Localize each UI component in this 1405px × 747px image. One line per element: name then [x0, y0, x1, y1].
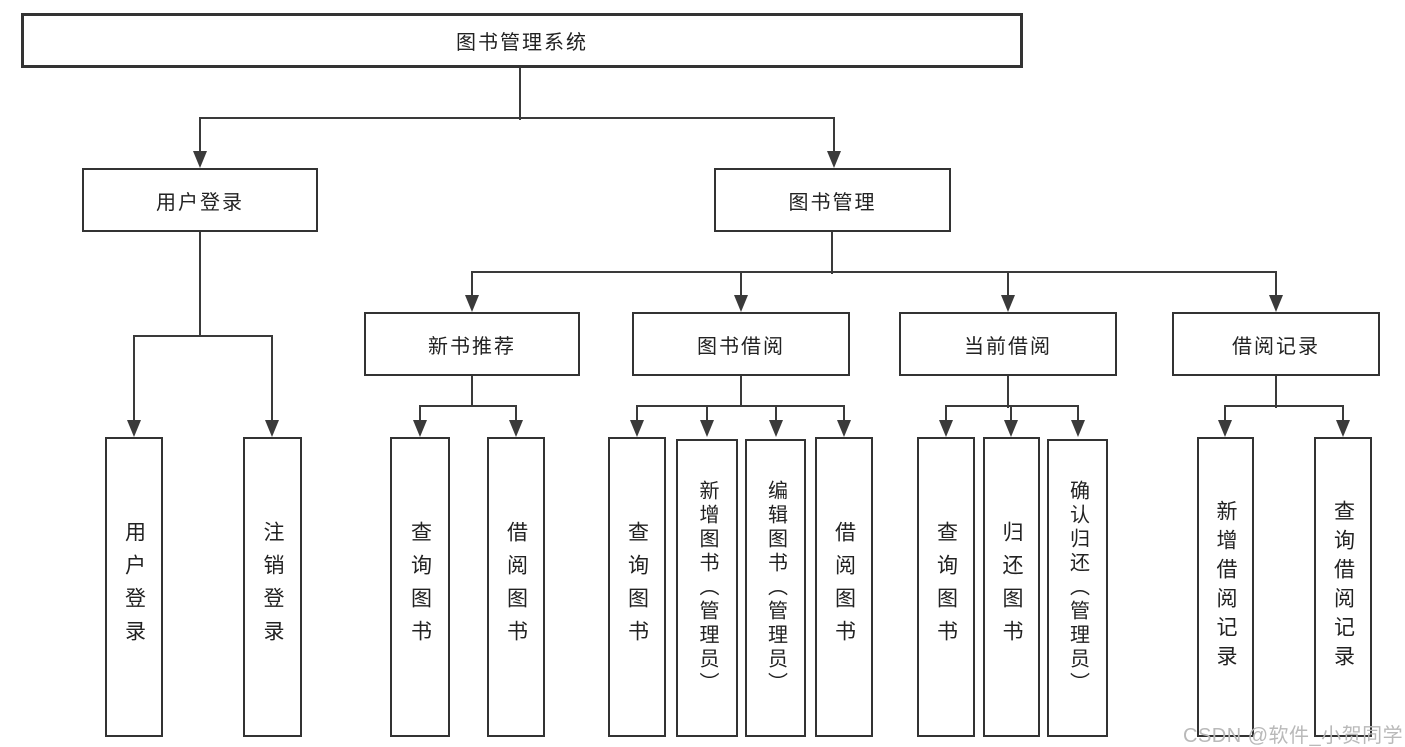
arrowhead-down-icon — [1004, 420, 1018, 437]
connector-arrow-stem — [832, 118, 836, 155]
node-book-borrow: 图书借阅 — [632, 312, 850, 376]
leaf-label: 确认归还（管理员） — [1066, 480, 1089, 696]
leaf-query-books-current: 查询图书 — [917, 437, 975, 737]
node-borrow-records: 借阅记录 — [1172, 312, 1380, 376]
connector-arrow-stem — [270, 336, 274, 424]
leaf-add-book-admin: 新增图书（管理员） — [676, 439, 738, 737]
connector-arrow-stem — [705, 406, 709, 424]
connector-arrow-stem — [842, 406, 846, 424]
arrowhead-down-icon — [127, 420, 141, 437]
arrowhead-down-icon — [630, 420, 644, 437]
connector-arrow-stem — [514, 406, 518, 424]
leaf-label: 查询借阅记录 — [1331, 500, 1355, 674]
connector-arrow-stem — [635, 406, 639, 424]
leaf-label: 归还图书 — [1000, 521, 1023, 653]
node-root: 图书管理系统 — [21, 13, 1023, 68]
node-new-book-recommend: 新书推荐 — [364, 312, 580, 376]
leaf-edit-book-admin: 编辑图书（管理员） — [745, 439, 806, 737]
connector-trunk-line — [198, 230, 202, 337]
node-current-borrow: 当前借阅 — [899, 312, 1117, 376]
leaf-return-book: 归还图书 — [983, 437, 1040, 737]
arrowhead-down-icon — [413, 420, 427, 437]
arrowhead-down-icon — [1269, 295, 1283, 312]
connector-arrow-stem — [1274, 272, 1278, 299]
arrowhead-down-icon — [700, 420, 714, 437]
node-label: 新书推荐 — [428, 335, 516, 358]
node-label: 图书管理 — [788, 191, 877, 214]
connector-trunk-line — [1006, 374, 1010, 408]
node-label: 图书借阅 — [697, 335, 785, 358]
leaf-label: 新增图书（管理员） — [696, 480, 718, 696]
leaf-query-books-borrow: 查询图书 — [608, 437, 666, 737]
leaf-confirm-return-admin: 确认归还（管理员） — [1047, 439, 1108, 737]
leaf-label: 借阅图书 — [504, 521, 528, 653]
arrowhead-down-icon — [465, 295, 479, 312]
connector-arrow-stem — [418, 406, 422, 424]
connector-branch-line — [636, 404, 845, 408]
leaf-label: 新增借阅记录 — [1214, 500, 1237, 674]
connector-branch-line — [419, 404, 517, 408]
node-label: 当前借阅 — [964, 335, 1052, 358]
csdn-watermark: CSDN @软件_小贺同学 — [1183, 725, 1404, 747]
connector-arrow-stem — [1009, 406, 1013, 424]
leaf-label: 注销登录 — [261, 521, 284, 653]
connector-arrow-stem — [1341, 406, 1345, 424]
arrowhead-down-icon — [734, 295, 748, 312]
connector-branch-line — [133, 334, 273, 338]
connector-branch-line — [199, 116, 835, 120]
node-user-login: 用户登录 — [82, 168, 318, 232]
node-label: 图书管理系统 — [456, 32, 588, 54]
connector-trunk-line — [739, 374, 743, 407]
arrowhead-down-icon — [939, 420, 953, 437]
leaf-label: 查询图书 — [408, 521, 432, 653]
connector-trunk-line — [518, 68, 522, 120]
leaf-borrow-books-recommend: 借阅图书 — [487, 437, 545, 737]
node-label: 用户登录 — [156, 191, 244, 214]
arrowhead-down-icon — [193, 151, 207, 168]
connector-arrow-stem — [198, 118, 202, 155]
connector-arrow-stem — [739, 272, 743, 299]
arrowhead-down-icon — [769, 420, 783, 437]
connector-arrow-stem — [944, 406, 948, 424]
arrowhead-down-icon — [1071, 420, 1085, 437]
connector-branch-line — [1224, 404, 1344, 408]
leaf-borrow-books-borrow: 借阅图书 — [815, 437, 873, 737]
arrowhead-down-icon — [837, 420, 851, 437]
connector-arrow-stem — [1223, 406, 1227, 424]
node-book-management: 图书管理 — [714, 168, 951, 232]
leaf-label: 借阅图书 — [832, 521, 856, 653]
leaf-query-books-recommend: 查询图书 — [390, 437, 450, 737]
leaf-label: 查询图书 — [625, 521, 649, 653]
connector-arrow-stem — [470, 272, 474, 299]
connector-arrow-stem — [1076, 406, 1080, 424]
leaf-label: 编辑图书（管理员） — [764, 480, 787, 696]
arrowhead-down-icon — [1001, 295, 1015, 312]
leaf-label: 查询图书 — [934, 521, 958, 653]
arrowhead-down-icon — [827, 151, 841, 168]
connector-trunk-line — [830, 230, 834, 274]
connector-trunk-line — [1274, 374, 1278, 408]
leaf-logout: 注销登录 — [243, 437, 302, 737]
leaf-add-borrow-record: 新增借阅记录 — [1197, 437, 1254, 737]
arrowhead-down-icon — [509, 420, 523, 437]
connector-arrow-stem — [1006, 272, 1010, 299]
leaf-label: 用户登录 — [122, 521, 146, 653]
arrowhead-down-icon — [265, 420, 279, 437]
connector-branch-line — [471, 270, 1277, 274]
node-label: 借阅记录 — [1232, 335, 1320, 358]
arrowhead-down-icon — [1336, 420, 1350, 437]
connector-arrow-stem — [132, 336, 136, 424]
leaf-user-login: 用户登录 — [105, 437, 163, 737]
leaf-query-borrow-record: 查询借阅记录 — [1314, 437, 1372, 737]
connector-trunk-line — [470, 374, 474, 407]
connector-arrow-stem — [774, 406, 778, 424]
arrowhead-down-icon — [1218, 420, 1232, 437]
